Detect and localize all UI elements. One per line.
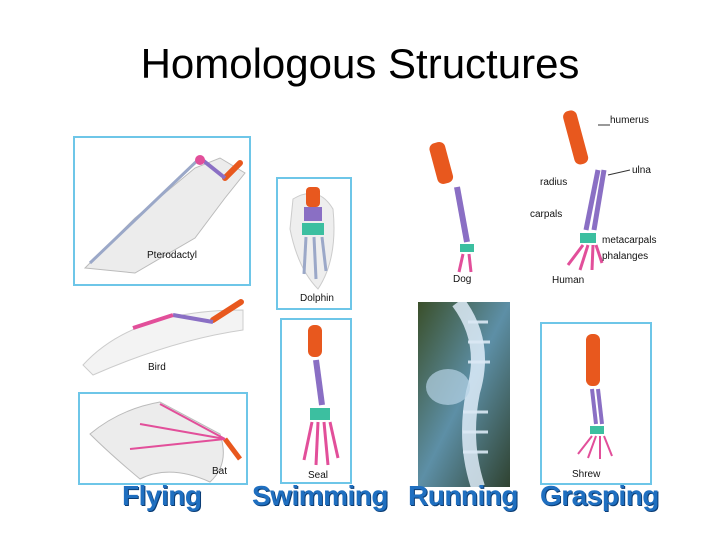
seal-flipper-illustration	[302, 325, 340, 466]
human-arm-illustration	[563, 110, 631, 271]
category-swimming: Swimming	[252, 480, 389, 511]
bat-panel: Bat	[78, 392, 248, 485]
xray-photo	[418, 302, 510, 487]
shrew-panel: Shrew	[540, 322, 652, 485]
dolphin-flipper-illustration	[289, 187, 335, 290]
bird-wing-illustration	[82, 299, 244, 376]
bird-label: Bird	[148, 362, 166, 373]
bat-label: Bat	[212, 466, 228, 477]
dog-label: Dog	[453, 274, 472, 285]
slide-title: Homologous Structures	[140, 40, 580, 87]
category-flying: Flying	[122, 480, 202, 511]
pterodactyl-wing-illustration	[83, 155, 246, 274]
dolphin-label: Dolphin	[300, 293, 334, 304]
bird-panel: Bird	[73, 290, 251, 382]
humerus-label: humerus	[610, 115, 649, 126]
dog-panel: Dog	[415, 132, 517, 292]
human-panel: humerus radius ulna carpals metacarpals …	[528, 105, 665, 290]
seal-label: Seal	[308, 470, 329, 481]
bat-wing-illustration	[89, 401, 242, 483]
xray-image	[418, 302, 510, 487]
dolphin-panel: Dolphin	[276, 177, 352, 310]
category-grasping: Grasping	[540, 480, 659, 511]
phalanges-label: phalanges	[602, 251, 649, 262]
metacarpals-label: metacarpals	[602, 235, 657, 246]
human-label: Human	[552, 275, 585, 286]
pterodactyl-panel: Pterodactyl	[73, 136, 251, 286]
ulna-label: ulna	[632, 165, 651, 176]
carpals-label: carpals	[530, 209, 563, 220]
shrew-label: Shrew	[572, 469, 601, 480]
category-running: Running	[408, 480, 519, 511]
dog-leg-illustration	[429, 141, 474, 273]
shrew-leg-illustration	[577, 334, 613, 459]
seal-panel: Seal	[280, 318, 352, 484]
radius-label: radius	[540, 177, 568, 188]
pterodactyl-label: Pterodactyl	[147, 250, 198, 261]
